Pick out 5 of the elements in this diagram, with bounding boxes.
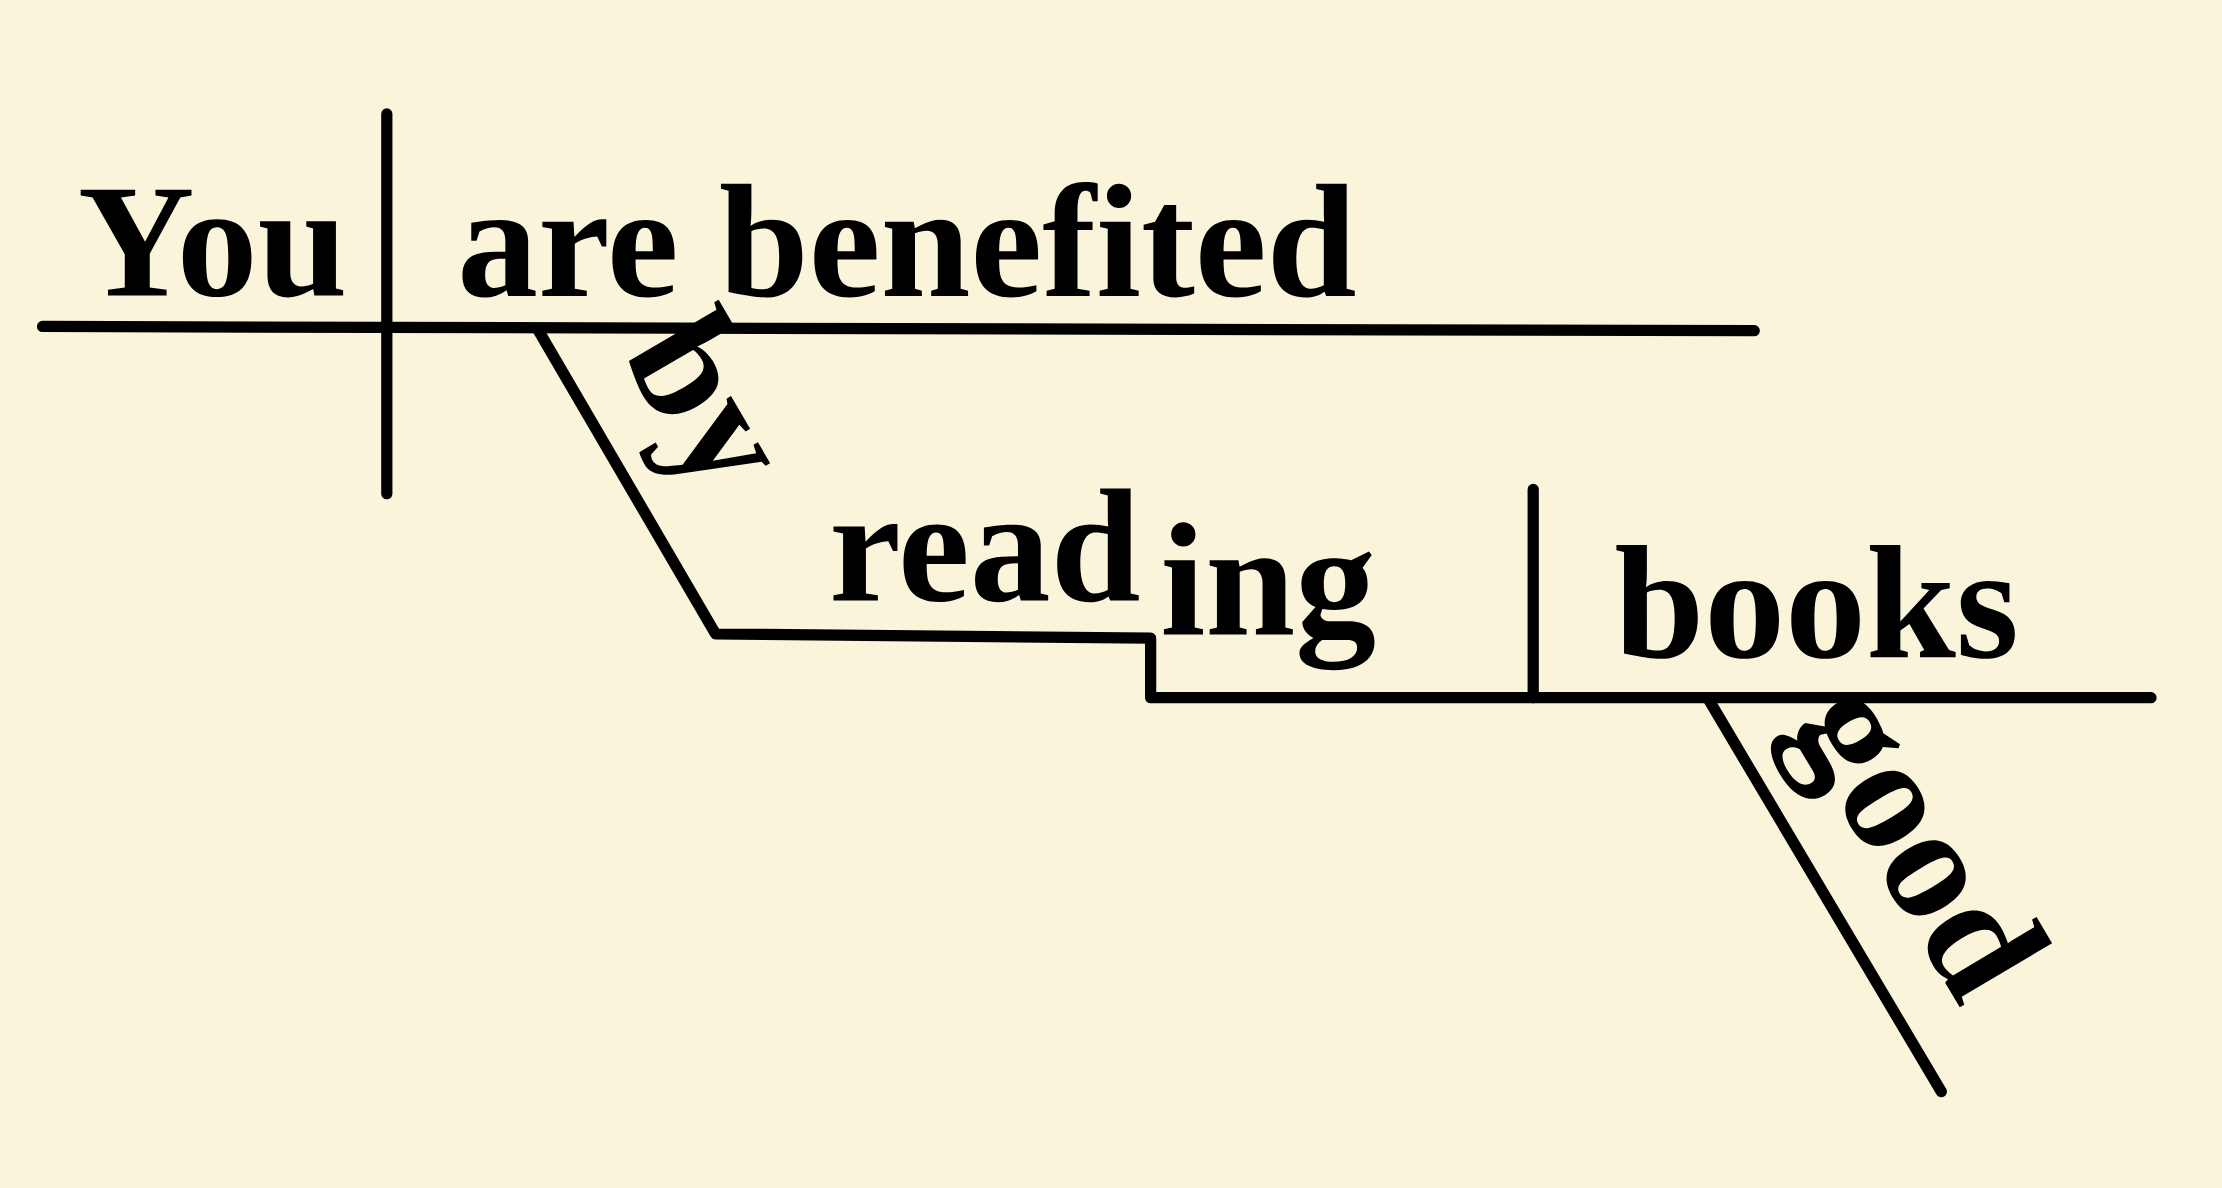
word-label: books <box>1616 545 2015 659</box>
word-label: are benefited <box>462 182 1355 298</box>
word-label: You <box>80 189 344 298</box>
word-label: ing <box>1163 522 1375 671</box>
word-label: read <box>833 488 1139 603</box>
